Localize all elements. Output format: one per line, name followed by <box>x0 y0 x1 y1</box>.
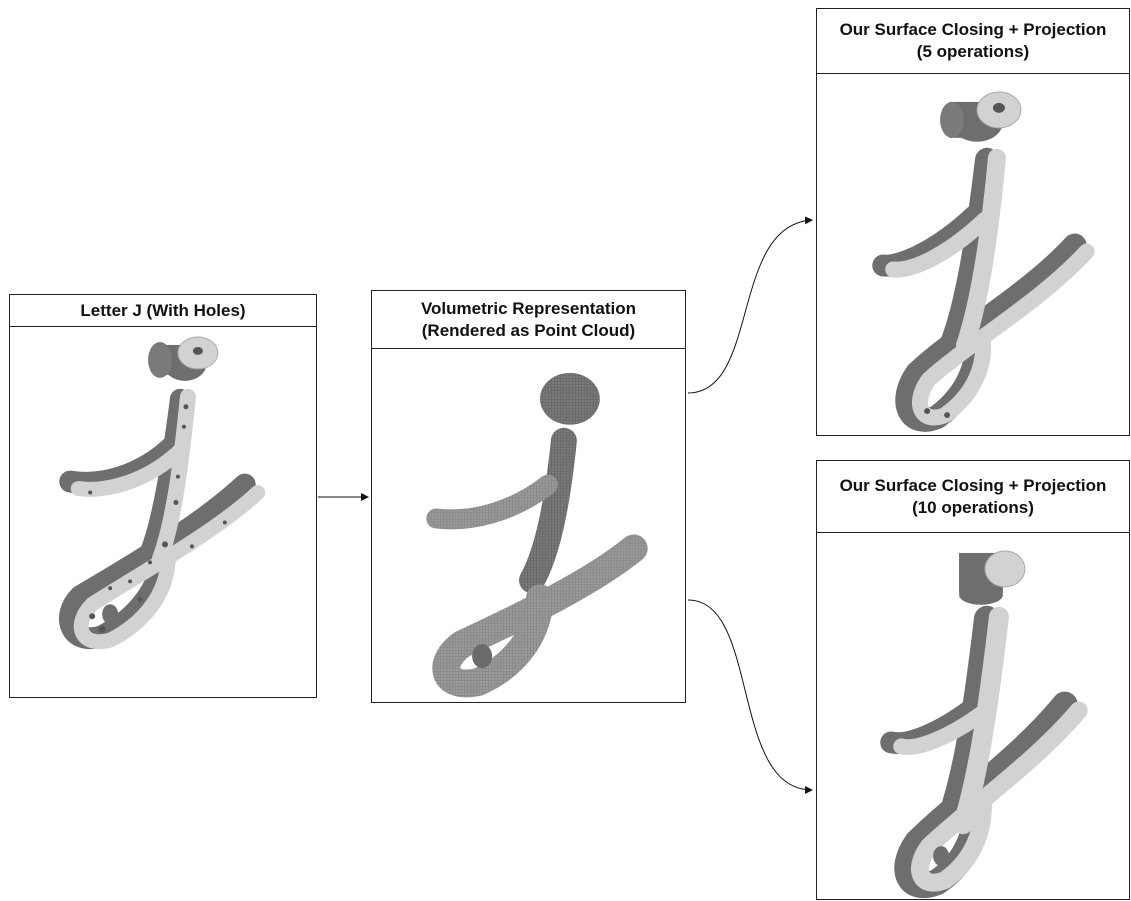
panel-title-line: Letter J (With Holes) <box>80 300 245 322</box>
panel-title-line-1: Our Surface Closing + Projection <box>840 19 1107 41</box>
panel-title: Volumetric Representation (Rendered as P… <box>372 291 685 349</box>
panel-render <box>817 533 1129 899</box>
panel-render <box>10 327 316 697</box>
panel-title: Our Surface Closing + Projection (5 oper… <box>817 9 1129 74</box>
point-cloud-render <box>372 349 685 702</box>
panel-title: Our Surface Closing + Projection (10 ope… <box>817 461 1129 533</box>
panel-render <box>817 74 1129 435</box>
surface-closing-5-render <box>817 74 1129 435</box>
panel-closing-5-operations: Our Surface Closing + Projection (5 oper… <box>816 8 1130 436</box>
panel-title: Letter J (With Holes) <box>10 295 316 327</box>
panel-render <box>372 349 685 702</box>
panel-title-line-1: Volumetric Representation <box>421 298 636 320</box>
arrow-volumetric-to-closing5 <box>688 220 812 393</box>
panel-title-line-1: Our Surface Closing + Projection <box>840 475 1107 497</box>
panel-letter-j-with-holes: Letter J (With Holes) <box>9 294 317 698</box>
surface-closing-10-render <box>817 533 1129 899</box>
arrow-volumetric-to-closing10 <box>688 600 812 790</box>
panel-title-line-2: (5 operations) <box>917 41 1029 63</box>
panel-closing-10-operations: Our Surface Closing + Projection (10 ope… <box>816 460 1130 900</box>
panel-volumetric-representation: Volumetric Representation (Rendered as P… <box>371 290 686 703</box>
panel-title-line-2: (10 operations) <box>912 497 1034 519</box>
letter-j-with-holes-render <box>10 327 316 697</box>
panel-title-line-2: (Rendered as Point Cloud) <box>422 320 635 342</box>
